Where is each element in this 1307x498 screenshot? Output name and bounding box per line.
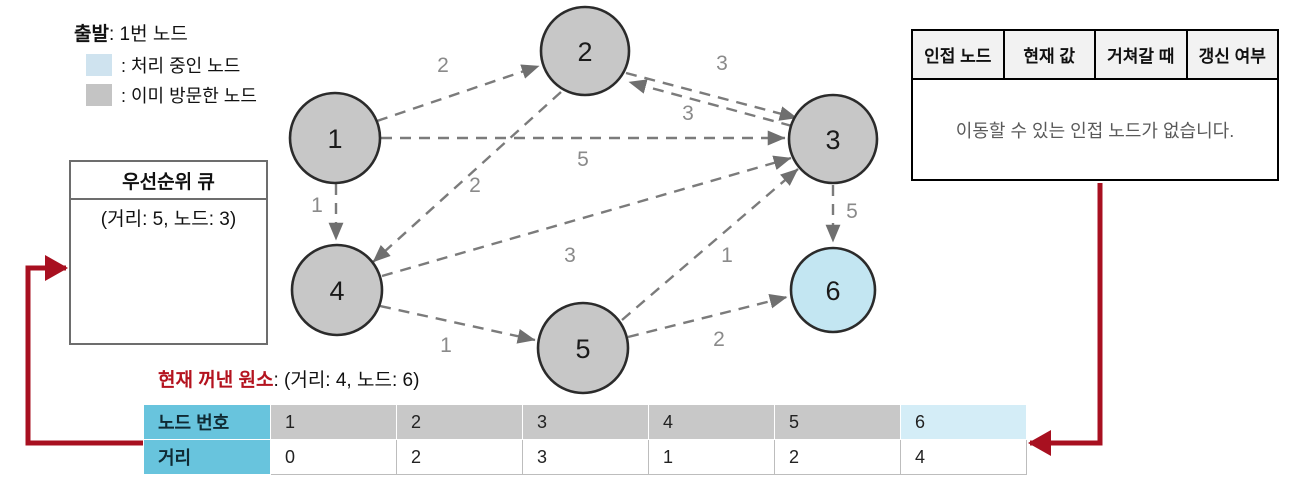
graph-node-6[interactable]: 6 [789,246,877,334]
distance-cell-1: 0 [270,439,397,475]
node-cell-4: 4 [648,404,775,440]
priority-queue-title: 우선순위 큐 [71,162,266,200]
column-header-update-flag: 갱신 여부 [1187,31,1277,78]
adjacency-info-empty-message: 이동할 수 있는 인접 노드가 없습니다. [955,120,1235,141]
priority-queue-item: (거리: 5, 노드: 3) [100,209,237,230]
column-header-via-value: 거쳐갈 때 [1096,31,1188,78]
legend-swatch-visited-icon [86,84,112,106]
svg-text:6: 6 [825,276,840,306]
edge-2-3 [625,71,798,121]
adjacency-info-table-header: 인접 노드 현재 값 거쳐갈 때 갱신 여부 [913,31,1277,80]
current-element-label: 현재 꺼낸 원소 [158,370,274,391]
row-header-node-number: 노드 번호 [143,404,271,440]
graph-node-2[interactable]: 2 [539,5,631,97]
node-cell-6: 6 [900,404,1027,440]
svg-text:2: 2 [577,37,592,67]
graph-node-3[interactable]: 3 [787,93,879,185]
priority-queue-body: (거리: 5, 노드: 3) [71,200,266,234]
distance-table-distance-row: 거리 0 2 3 1 2 4 [143,439,1027,475]
graph-node-1[interactable]: 1 [288,91,382,185]
weight-3-2: 3 [682,102,694,125]
distance-table: 노드 번호 1 2 3 4 5 6 거리 0 2 3 1 2 4 [143,404,1027,475]
adjacency-info-table: 인접 노드 현재 값 거쳐갈 때 갱신 여부 이동할 수 있는 인접 노드가 없… [911,29,1279,181]
legend-start-row: 출발: 1번 노드 [74,20,257,50]
weight-5-3: 1 [721,244,733,267]
distance-table-node-row: 노드 번호 1 2 3 4 5 6 [143,404,1027,440]
weight-2-3: 3 [716,52,728,75]
column-header-current-value: 현재 값 [1004,31,1096,78]
weight-1-3: 5 [577,148,589,171]
edge-4-2 [372,91,562,263]
distance-cell-6: 4 [900,439,1027,475]
edge-5-6 [627,294,788,339]
legend-item-active: : 처리 중인 노드 [74,50,257,80]
legend-start: 출발: 1번 노드 [74,20,188,50]
weight-5-6: 2 [713,328,725,351]
edge-1-2 [376,64,540,123]
graph-node-4[interactable]: 4 [290,243,384,337]
column-header-adjacent-node: 인접 노드 [913,31,1005,78]
node-cell-5: 5 [774,404,901,440]
graph-nodes: 1 2 3 4 5 6 [288,5,879,395]
distance-cell-3: 3 [522,439,649,475]
weight-4-5: 1 [440,334,452,357]
svg-text:3: 3 [825,125,840,155]
legend-label-active: : 처리 중인 노드 [121,56,241,76]
graph-edges [328,64,841,344]
current-element-caption: 현재 꺼낸 원소: (거리: 4, 노드: 6) [158,365,419,392]
flow-arrow-right [1027,183,1103,456]
current-element-value: : (거리: 4, 노드: 6) [273,370,420,391]
node-cell-2: 2 [396,404,523,440]
node-cell-1: 1 [270,404,397,440]
distance-cell-2: 2 [396,439,523,475]
edge-4-3 [381,155,792,278]
adjacency-info-table-body: 이동할 수 있는 인접 노드가 없습니다. [913,80,1277,179]
node-cell-3: 3 [522,404,649,440]
edge-4-5 [379,304,536,344]
edge-weight-labels: 2 5 1 3 3 2 3 1 1 2 5 [311,52,858,357]
legend-item-visited: : 이미 방문한 노드 [74,80,257,110]
legend: 출발: 1번 노드 : 처리 중인 노드 : 이미 방문한 노드 [74,20,257,110]
svg-text:1: 1 [327,124,342,154]
weight-1-4: 1 [311,194,323,217]
weight-1-2: 2 [437,54,449,77]
priority-queue-panel: 우선순위 큐 (거리: 5, 노드: 3) [69,160,268,345]
distance-cell-4: 1 [648,439,775,475]
edge-3-2 [628,79,793,128]
weight-4-2: 2 [469,174,481,197]
row-header-distance: 거리 [143,439,271,475]
edge-5-3 [621,168,799,321]
legend-start-label: 출발 [74,24,109,45]
weight-4-3: 3 [564,244,576,267]
legend-label-visited: : 이미 방문한 노드 [121,86,257,106]
weight-3-6: 5 [846,200,858,223]
svg-text:4: 4 [329,276,344,306]
graph-node-5[interactable]: 5 [536,301,630,395]
distance-cell-5: 2 [774,439,901,475]
legend-start-value: : 1번 노드 [108,24,188,45]
svg-text:5: 5 [575,334,590,364]
legend-swatch-active-icon [86,54,112,76]
